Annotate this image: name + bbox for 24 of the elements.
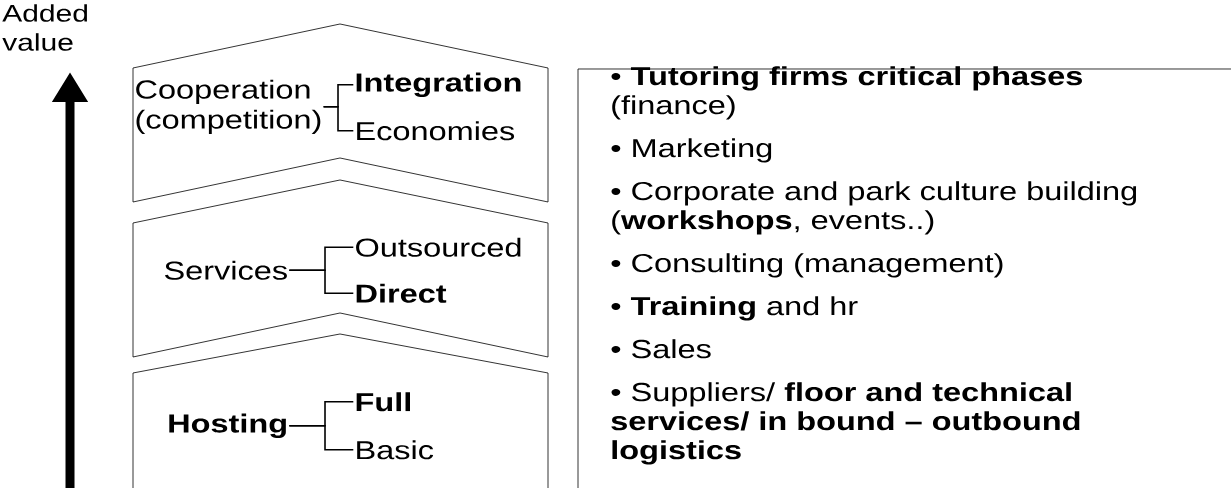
branch-label: Direct — [356, 283, 447, 303]
branch-connector — [288, 425, 355, 451]
branch-label: Full — [356, 392, 410, 412]
chevron-band — [132, 179, 549, 358]
branch-connector — [288, 269, 355, 295]
list-item: • Tutoring firms critical phases (finance) — [611, 66, 1082, 120]
list-item: • Suppliers/ floor and technical services/ in bound – outbound logistics — [611, 382, 1080, 465]
list-item: • Marketing — [611, 138, 772, 163]
branch-label: Outsourced — [356, 237, 521, 257]
list-item: • Training and hr — [611, 296, 858, 321]
branch-label: Services — [164, 260, 287, 280]
branch-label: Basic — [357, 440, 434, 460]
branch-label: Cooperation (competition) — [136, 79, 321, 134]
branch-label: Hosting — [169, 413, 286, 438]
list-item: • Corporate and park culture building (workshops, events..) — [611, 181, 1137, 235]
chevron-band — [132, 333, 549, 488]
chevron-band — [132, 23, 549, 203]
axis-label: Added value — [2, 4, 87, 51]
list-item: • Sales — [611, 339, 711, 359]
branch-connector — [322, 106, 355, 132]
branch-label: Integration — [356, 72, 521, 97]
branch-label: Economies — [357, 121, 515, 141]
services-panel — [577, 66, 1232, 488]
list-item: • Consulting (management) — [611, 253, 1003, 278]
